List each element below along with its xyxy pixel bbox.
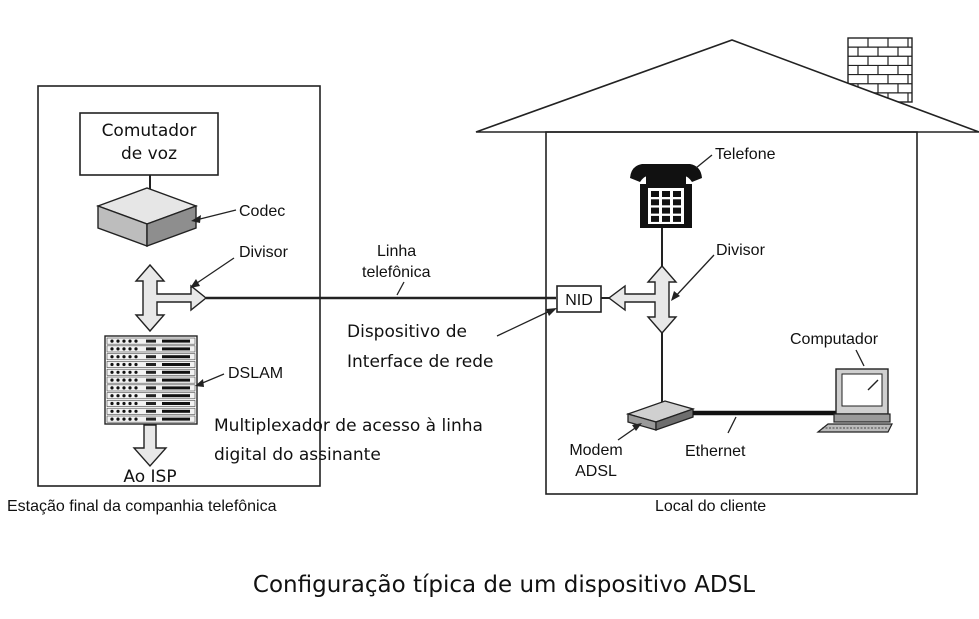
phone-line-pointer bbox=[396, 281, 405, 296]
dslam-unit bbox=[106, 361, 196, 368]
dslam-unit bbox=[106, 392, 196, 400]
dslam-label: DSLAM bbox=[228, 365, 283, 382]
customer-premises-label: Local do cliente bbox=[655, 498, 766, 515]
modem-pointer-arrowhead bbox=[632, 423, 642, 431]
dslam-pointer-arrowhead bbox=[195, 379, 204, 387]
voice-switch-label-2: de voz bbox=[121, 144, 177, 164]
dslam-unit bbox=[106, 353, 196, 361]
computer-icon bbox=[816, 368, 893, 433]
codec-pointer bbox=[195, 209, 237, 221]
adsl-modem-icon bbox=[625, 400, 696, 431]
phone-line-label-2: telefônica bbox=[362, 264, 431, 281]
divisor-right-label: Divisor bbox=[716, 242, 766, 259]
divisor-left-arrowhead bbox=[190, 279, 200, 288]
modem-label-1: Modem bbox=[569, 442, 622, 459]
dslam-pointer bbox=[199, 373, 225, 385]
dslam-unit bbox=[106, 415, 196, 423]
nid-description-2: Interface de rede bbox=[347, 352, 494, 372]
nid-label: NID bbox=[565, 292, 593, 309]
dslam-unit bbox=[106, 400, 196, 407]
phone-line-label-1: Linha bbox=[377, 243, 416, 260]
central-office-box bbox=[37, 85, 321, 487]
divisor-right-pointer bbox=[673, 254, 715, 299]
codec-pointer-arrowhead bbox=[191, 215, 201, 223]
nid-description-1: Dispositivo de bbox=[347, 322, 467, 342]
multiplexer-label-1: Multiplexador de acesso à linha bbox=[214, 416, 483, 436]
dslam-unit bbox=[106, 376, 196, 384]
multiplexer-label-2: digital do assinante bbox=[214, 445, 381, 465]
modem-label-2: ADSL bbox=[575, 463, 617, 480]
nid-pointer-arrowhead bbox=[546, 308, 557, 316]
dslam-unit bbox=[106, 345, 196, 353]
dslam-unit bbox=[106, 368, 196, 376]
dslam-unit bbox=[106, 384, 196, 392]
house-body bbox=[545, 131, 918, 495]
diagram-caption: Configuração típica de um dispositivo AD… bbox=[253, 572, 755, 598]
divisor-left-label: Divisor bbox=[239, 244, 289, 261]
dslam-unit bbox=[106, 407, 196, 415]
computer-pointer bbox=[855, 349, 865, 367]
voice-switch-label-1: Comutador bbox=[102, 121, 197, 141]
to-isp-label: Ao ISP bbox=[123, 467, 176, 487]
computer-label: Computador bbox=[790, 331, 879, 348]
dslam-rack bbox=[104, 335, 198, 425]
central-office-label: Estação final da companhia telefônica bbox=[7, 498, 277, 515]
telephone-pointer bbox=[695, 154, 713, 169]
telephone-label: Telefone bbox=[715, 146, 776, 163]
to-isp-arrow bbox=[132, 424, 168, 468]
right-splitter-icon bbox=[607, 264, 678, 335]
telephone-icon bbox=[630, 164, 702, 228]
divisor-right-arrowhead bbox=[671, 291, 680, 301]
nid-pointer bbox=[496, 309, 553, 337]
codec-label: Codec bbox=[239, 203, 285, 220]
ethernet-label: Ethernet bbox=[685, 443, 746, 460]
dslam-unit bbox=[106, 337, 196, 345]
codec-device bbox=[95, 187, 199, 248]
left-splitter-icon bbox=[134, 263, 208, 333]
divisor-left-pointer bbox=[193, 257, 235, 286]
ethernet-pointer bbox=[727, 416, 737, 434]
